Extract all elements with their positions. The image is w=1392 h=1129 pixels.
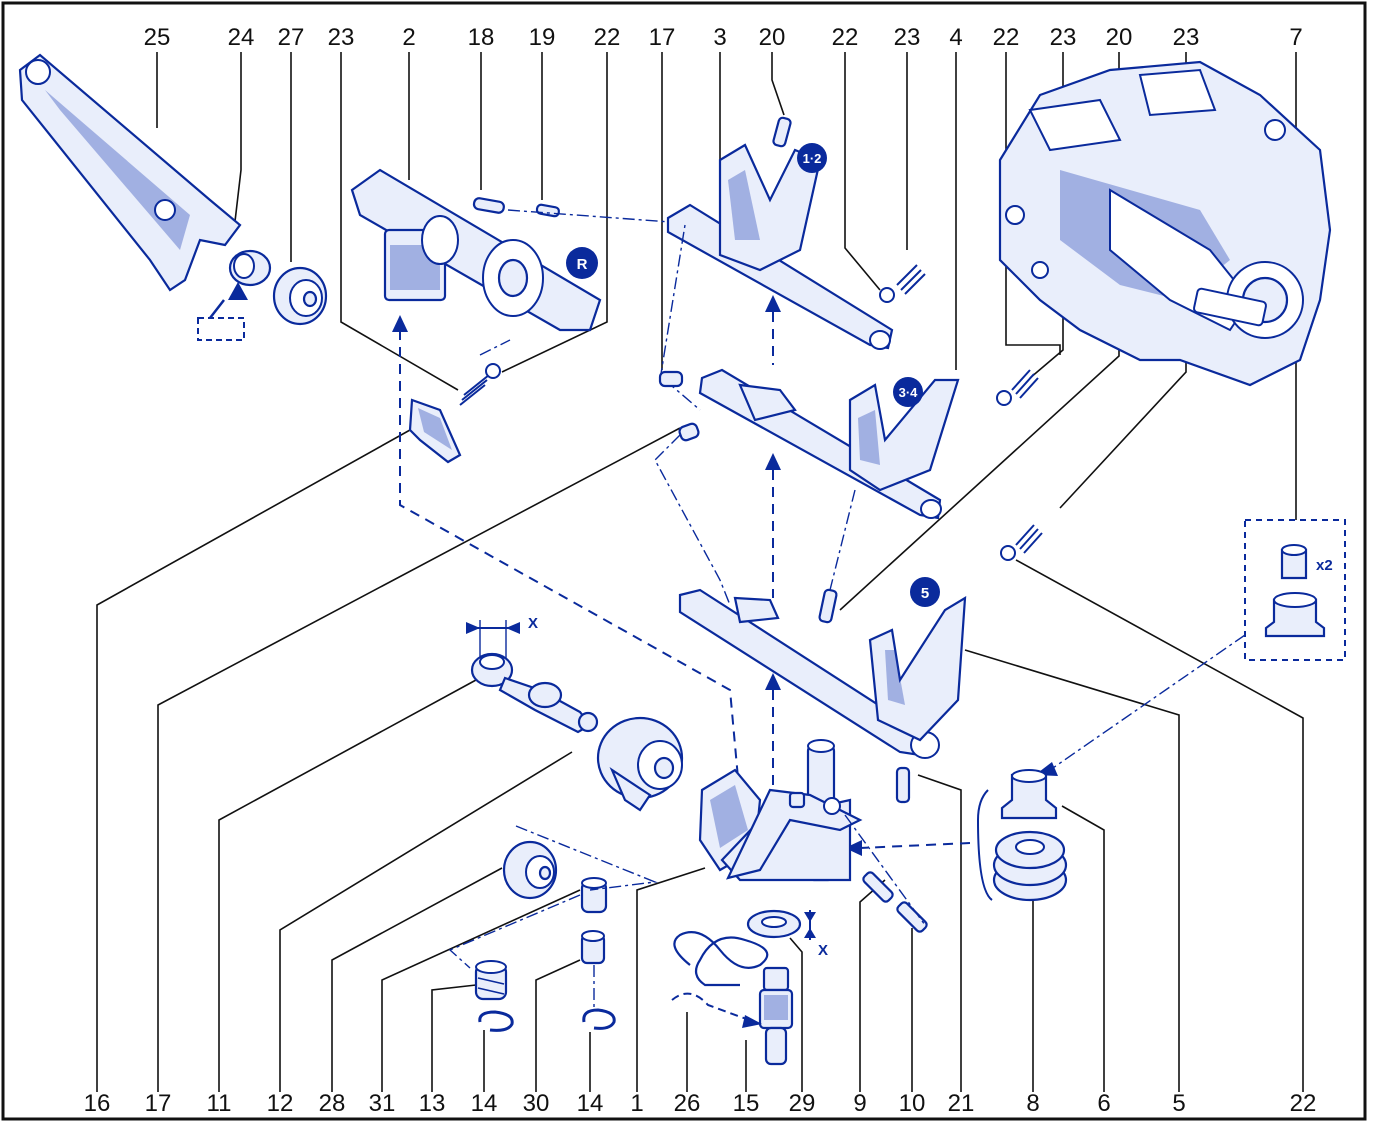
diagram-frame: [1, 1, 1367, 1121]
wire-clip-26: [671, 931, 769, 1028]
label-24: 24: [228, 24, 255, 51]
ball-22-top: [879, 287, 895, 303]
label-3: 3: [713, 24, 726, 51]
label-31: 31: [369, 1090, 396, 1117]
inset-7: x2: [1244, 519, 1346, 661]
label-22d: 22: [1290, 1090, 1317, 1117]
label-23d: 23: [1173, 24, 1200, 51]
circlip-14b: [582, 1008, 616, 1030]
label-12: 12: [267, 1090, 294, 1117]
bush-27: [272, 266, 328, 326]
label-26: 26: [674, 1090, 701, 1117]
label-16: 16: [84, 1090, 111, 1117]
label-18: 18: [468, 24, 495, 51]
bush-6: [1000, 769, 1058, 820]
grease-symbol: [197, 317, 245, 341]
label-22b: 22: [832, 24, 859, 51]
label-30: 30: [523, 1090, 550, 1117]
label-20b: 20: [1106, 24, 1133, 51]
label-15: 15: [733, 1090, 760, 1117]
circlip-14a: [478, 1010, 514, 1032]
badge-fork5: [910, 577, 940, 607]
spring-13: [474, 960, 508, 1001]
label-27: 27: [278, 24, 305, 51]
ball-22-low: [1000, 545, 1016, 561]
label-11: 11: [207, 1090, 232, 1117]
bush-31: [580, 877, 608, 914]
selector-body-1: [698, 739, 863, 882]
bottom-labels: 16 17 11 12 28 31 13 14 30 14 1 26 15 29…: [84, 1090, 1317, 1117]
pin-21: [895, 766, 911, 804]
badge-fork12-text: 1·2: [803, 151, 822, 166]
bush-28: [502, 840, 558, 900]
label-23c: 23: [1050, 24, 1077, 51]
spring-23-low: [1015, 524, 1043, 554]
label-28: 28: [319, 1090, 346, 1117]
pin-9: [862, 871, 894, 903]
badge-fork34: [893, 377, 923, 407]
badge-fork5-text: 5: [921, 585, 929, 602]
badge-fork34-text: 3·4: [899, 385, 919, 400]
label-9: 9: [853, 1090, 866, 1117]
badge-fork12: [797, 143, 827, 173]
label-17b: 17: [145, 1090, 172, 1117]
label-10: 10: [899, 1090, 926, 1117]
grommet-12: [596, 716, 684, 812]
label-5: 5: [1172, 1090, 1185, 1117]
badge-reverse: [566, 247, 598, 279]
reverse-shaft-2: R: [350, 168, 602, 332]
fork-1-2-assembly: 1·2: [666, 116, 926, 350]
bush-8: [976, 789, 1068, 902]
dim-x-bottom: X: [818, 942, 828, 959]
label-20a: 20: [759, 24, 786, 51]
label-14b: 14: [577, 1090, 604, 1117]
gearbox-housing: [998, 60, 1332, 387]
label-1: 1: [630, 1090, 643, 1117]
selector-rod-11: X: [466, 615, 599, 734]
pin-20-top: [772, 116, 792, 148]
top-labels: 25 24 27 23 2 18 19 22 17 3 20 22 23 4 2…: [144, 24, 1303, 51]
badge-reverse-text: R: [577, 256, 588, 273]
pin-17-top: [658, 370, 684, 388]
assembly-arrows: [392, 224, 1246, 856]
clutch-fork-25: [18, 53, 242, 292]
pin-18: [472, 197, 505, 214]
reverse-switch-15: [758, 966, 794, 1066]
shim-29: X: [746, 909, 828, 959]
pin-20-mid: [818, 588, 838, 624]
label-23b: 23: [894, 24, 921, 51]
bush-24: [197, 249, 272, 341]
fork-5-assembly: 5: [678, 524, 1043, 804]
label-22a: 22: [594, 24, 621, 51]
label-17a: 17: [649, 24, 676, 51]
bush-30: [580, 930, 606, 965]
label-22c: 22: [993, 24, 1020, 51]
inset-qty: x2: [1316, 557, 1333, 574]
label-19: 19: [529, 24, 556, 51]
label-8: 8: [1026, 1090, 1039, 1117]
pin-17-low: [678, 422, 700, 442]
label-29: 29: [789, 1090, 816, 1117]
label-7: 7: [1289, 24, 1302, 51]
interlock-16: [408, 398, 462, 464]
label-4: 4: [949, 24, 962, 51]
label-14a: 14: [471, 1090, 498, 1117]
fork-3-4-assembly: 3·4: [658, 368, 1039, 624]
spring-ball-reverse: [459, 363, 501, 406]
label-6: 6: [1097, 1090, 1110, 1117]
ball-22-mid: [996, 390, 1012, 406]
label-21: 21: [948, 1090, 975, 1117]
spring-23-top: [896, 264, 926, 295]
label-23a: 23: [328, 24, 355, 51]
spring-23-mid: [1011, 369, 1039, 399]
label-25: 25: [144, 24, 171, 51]
label-13: 13: [419, 1090, 446, 1117]
label-2: 2: [402, 24, 415, 51]
dim-x-top: X: [528, 615, 538, 632]
pin-19: [535, 203, 560, 218]
